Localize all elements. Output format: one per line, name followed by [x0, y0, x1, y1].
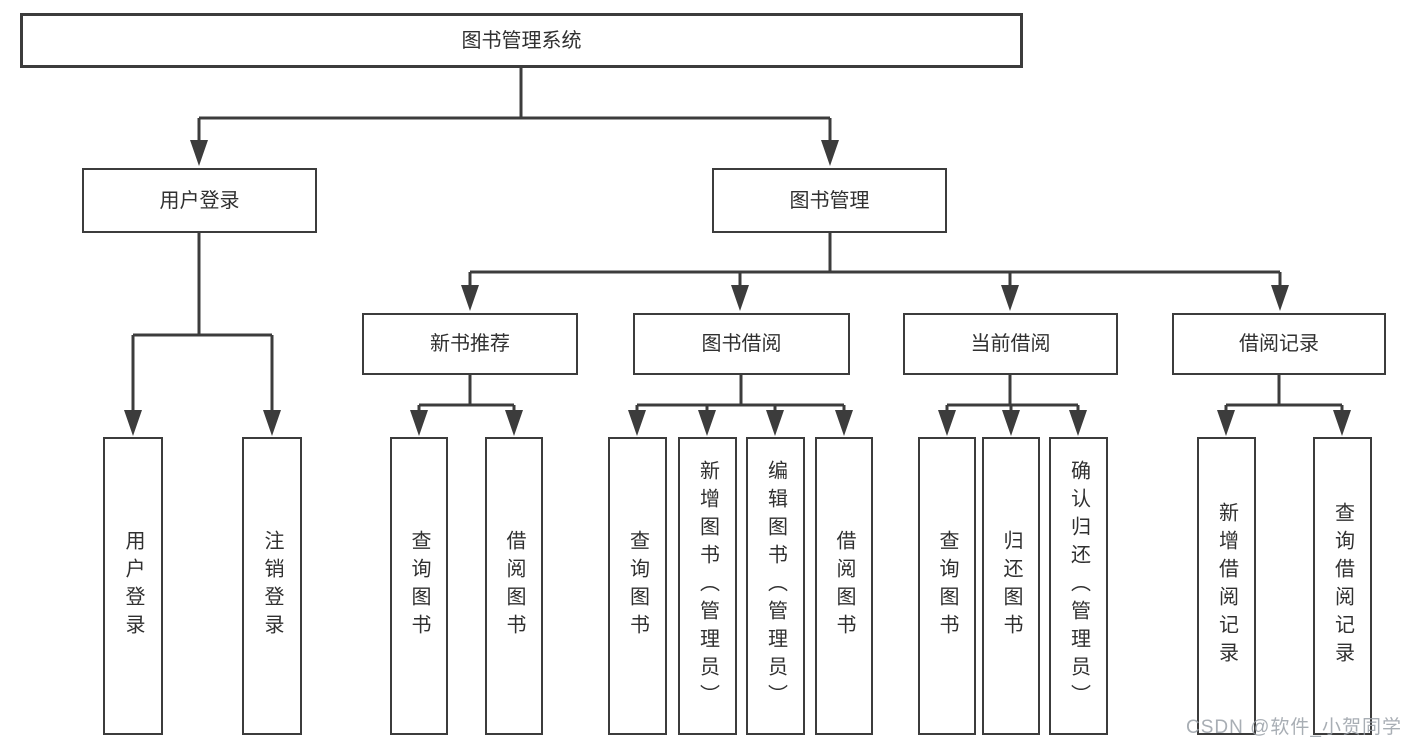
node-nbr-query-books: 查询图书: [390, 437, 448, 735]
node-cb-query-books: 查询图书: [918, 437, 976, 735]
node-bb-query-books: 查询图书: [608, 437, 667, 735]
node-rec-add-borrow-record: 新增借阅记录: [1197, 437, 1256, 735]
node-book-management: 图书管理: [712, 168, 947, 233]
node-bb-add-books-admin: 新增图书（管理员）: [678, 437, 737, 735]
node-bb-borrow-books: 借阅图书: [815, 437, 873, 735]
node-logout-login: 注销登录: [242, 437, 302, 735]
node-user-login-leaf: 用户登录: [103, 437, 163, 735]
node-nbr-borrow-books: 借阅图书: [485, 437, 543, 735]
node-book-borrow: 图书借阅: [633, 313, 850, 375]
node-cb-confirm-return-admin: 确认归还（管理员）: [1049, 437, 1108, 735]
node-cb-return-books: 归还图书: [982, 437, 1040, 735]
node-user-login: 用户登录: [82, 168, 317, 233]
node-bb-edit-books-admin: 编辑图书（管理员）: [746, 437, 805, 735]
node-borrow-records: 借阅记录: [1172, 313, 1386, 375]
node-rec-query-borrow-record: 查询借阅记录: [1313, 437, 1372, 735]
node-current-borrow: 当前借阅: [903, 313, 1118, 375]
node-new-book-recommend: 新书推荐: [362, 313, 578, 375]
node-root: 图书管理系统: [20, 13, 1023, 68]
